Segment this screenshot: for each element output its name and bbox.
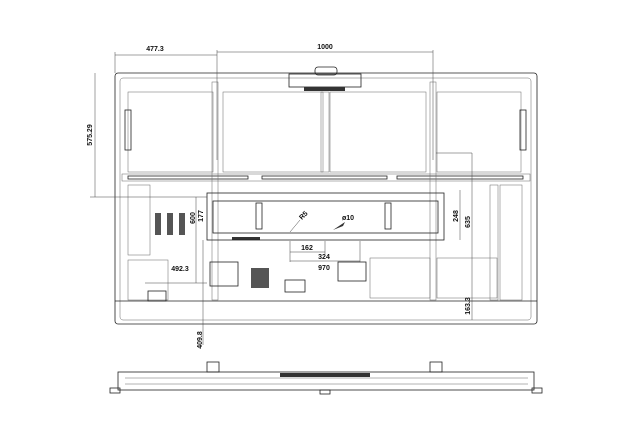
bracket	[206, 361, 220, 373]
center-rib	[320, 91, 330, 173]
dim-label: 163.3	[465, 297, 472, 315]
inner-frame	[119, 77, 532, 321]
io-grille	[251, 268, 269, 288]
camera-mount	[314, 66, 338, 76]
dim-label: 248	[453, 210, 460, 222]
dim-label: R5	[298, 210, 309, 221]
dim-label: 970	[318, 265, 330, 272]
panel	[499, 184, 523, 301]
plate-slot	[255, 202, 263, 230]
dim-label: 177	[198, 210, 205, 222]
plate-slot	[384, 202, 392, 230]
bottom-view	[109, 361, 543, 395]
dim-label: 162	[301, 245, 313, 252]
label-bar	[232, 237, 260, 240]
panel	[222, 91, 324, 173]
dim-label: 477.3	[146, 46, 164, 53]
dim-label: 324	[318, 254, 330, 261]
port-block	[284, 279, 306, 293]
camera-bracket	[288, 73, 362, 88]
outer-frame	[114, 72, 538, 325]
dim-label: 600	[190, 212, 197, 224]
slot	[261, 175, 388, 180]
cross-bar	[121, 173, 531, 182]
dim-label: 1000	[317, 44, 333, 51]
dim-label: 635	[465, 216, 472, 228]
slot	[396, 175, 524, 180]
dim-label: 409.8	[197, 331, 204, 349]
vesa-rail-left	[211, 81, 219, 301]
mounting-plate	[206, 192, 445, 241]
vent-grille	[155, 213, 185, 235]
power-inlet	[147, 290, 167, 302]
rear-view	[114, 66, 538, 325]
panel	[329, 91, 427, 173]
sensor	[319, 389, 331, 395]
slot	[127, 175, 249, 180]
camera-bar	[304, 87, 345, 91]
port-block	[337, 261, 367, 282]
plate-inner	[212, 200, 439, 234]
panel	[436, 257, 498, 299]
left-handle	[124, 109, 132, 151]
panel	[369, 257, 431, 299]
foot	[109, 387, 121, 394]
panel	[489, 184, 499, 301]
speaker-grille	[280, 373, 370, 377]
dim-label: 575.29	[87, 124, 94, 146]
panel	[127, 91, 214, 173]
dim-label: 492.3	[171, 266, 189, 273]
right-handle	[519, 109, 527, 151]
panel	[436, 91, 522, 173]
panel	[127, 184, 151, 256]
dimension-lines	[90, 50, 473, 345]
port-block	[209, 261, 239, 287]
foot	[531, 387, 543, 394]
dim-label: ø10	[342, 215, 354, 222]
bracket	[429, 361, 443, 373]
